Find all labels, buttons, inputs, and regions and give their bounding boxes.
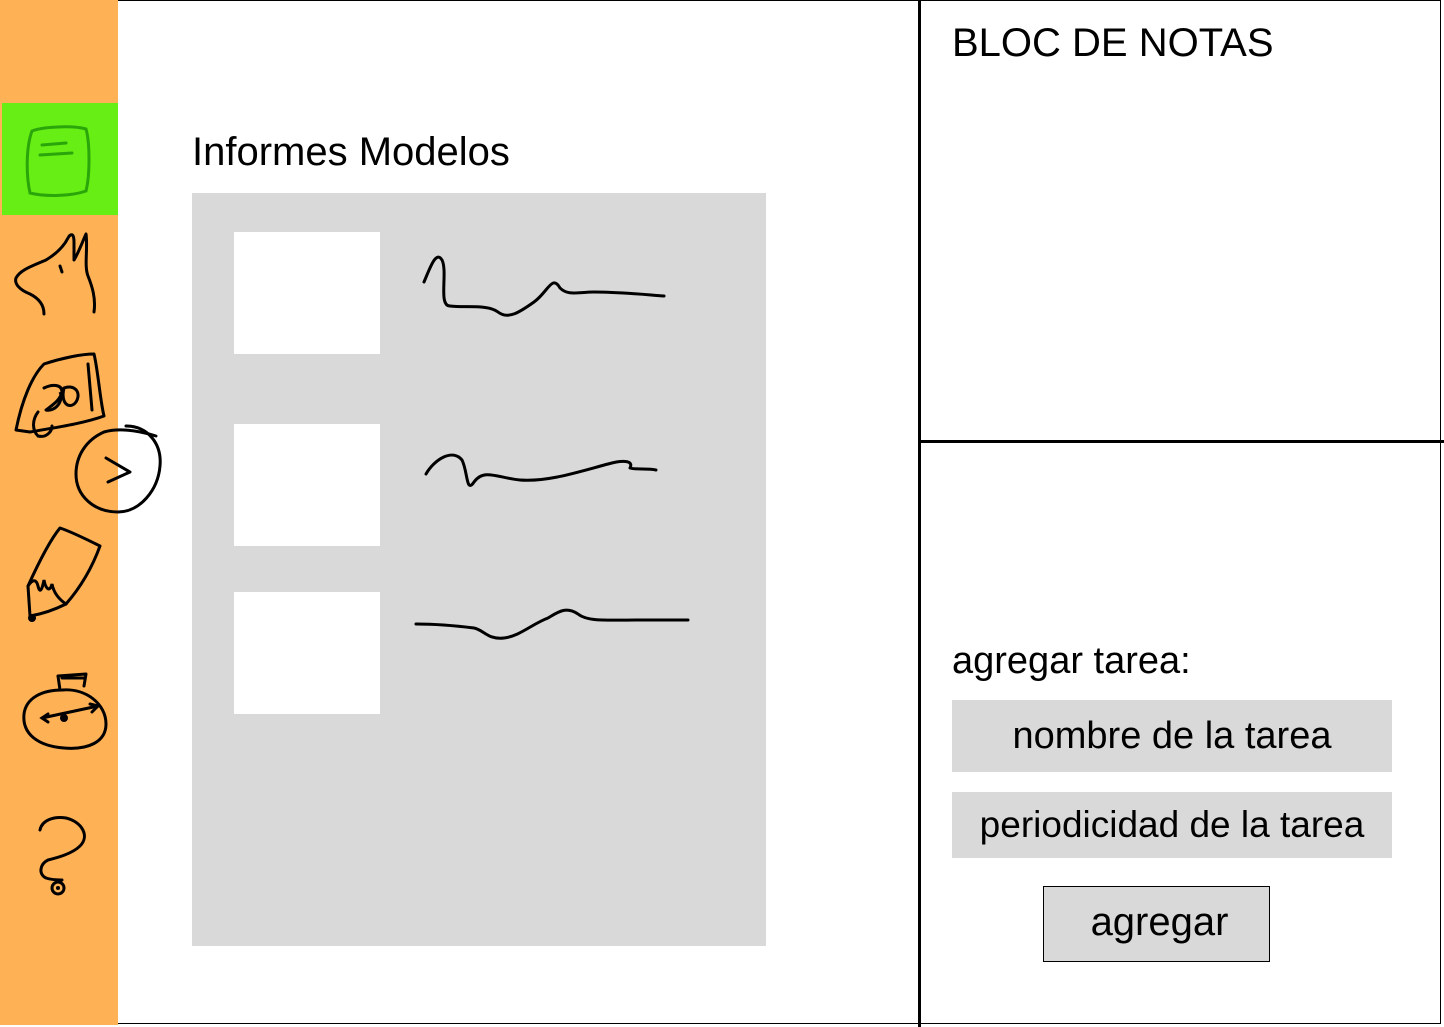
sidebar-item-timer[interactable] [2, 664, 118, 776]
notes-title: BLOC DE NOTAS [952, 21, 1274, 65]
report-text-placeholder [408, 592, 708, 714]
report-thumbnail [234, 592, 380, 714]
report-item[interactable] [234, 232, 714, 354]
stopwatch-icon [2, 664, 118, 776]
sidebar-item-dogs[interactable] [2, 220, 118, 332]
question-icon [2, 800, 118, 912]
add-task-button[interactable]: agregar [1043, 886, 1270, 962]
sidebar-item-notes[interactable] [2, 103, 118, 215]
horizontal-divider [918, 440, 1444, 443]
sidebar-item-kennel[interactable] [2, 340, 118, 452]
report-list [192, 193, 766, 946]
report-text-placeholder [408, 232, 708, 354]
notepad-icon [2, 103, 118, 215]
notes-area[interactable] [922, 70, 1442, 438]
report-item[interactable] [234, 424, 714, 546]
task-name-input[interactable] [952, 700, 1392, 772]
pencil-icon [2, 520, 118, 622]
sidebar-collapse-toggle[interactable] [70, 420, 166, 518]
doghouse-icon [2, 340, 118, 452]
sidebar [0, 0, 118, 1025]
sidebar-item-edit[interactable] [2, 520, 118, 632]
report-text-placeholder [408, 424, 708, 546]
report-thumbnail [234, 424, 380, 546]
add-task-label: agregar tarea: [952, 640, 1191, 682]
task-periodicity-input[interactable] [952, 792, 1392, 858]
page-title: Informes Modelos [192, 130, 510, 174]
vertical-divider [918, 0, 921, 1027]
chevron-right-icon [70, 420, 166, 518]
dog-icon [2, 220, 118, 332]
report-thumbnail [234, 232, 380, 354]
sidebar-item-help[interactable] [2, 800, 118, 912]
report-item[interactable] [234, 592, 714, 714]
